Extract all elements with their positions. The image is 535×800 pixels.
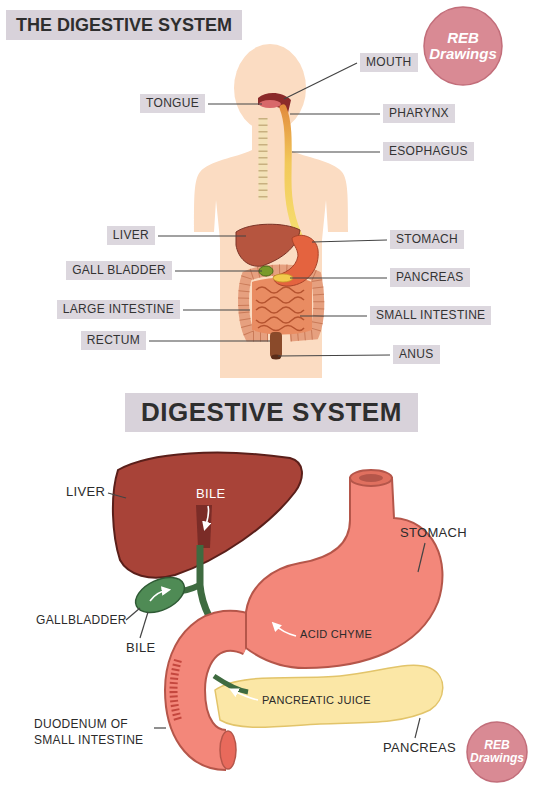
leader-line xyxy=(154,727,166,728)
trachea xyxy=(259,118,268,200)
label-tag: LIVER xyxy=(107,226,155,245)
label-tag: MOUTH xyxy=(360,53,418,72)
label-tag: PANCREAS xyxy=(390,268,470,287)
leader-line xyxy=(149,340,270,341)
gallbladder xyxy=(130,570,190,619)
large-intestine-folds xyxy=(244,270,319,336)
leader-line xyxy=(140,612,148,638)
part-label: PANCREAS xyxy=(383,740,456,756)
logo-text: REB Drawings xyxy=(470,739,524,764)
pancreas xyxy=(215,665,443,727)
label-tag: STOMACH xyxy=(390,230,464,249)
leader-line xyxy=(292,151,380,152)
intestine-coils xyxy=(256,287,304,331)
duodenum-outline xyxy=(185,631,252,750)
torso xyxy=(194,150,348,378)
node-text: STOMACH xyxy=(396,232,458,246)
part-label: BILE xyxy=(196,486,225,502)
heading-band: DIGESTIVE SYSTEM xyxy=(125,393,418,432)
leader-line xyxy=(284,63,357,99)
node-text: GALL BLADDER xyxy=(72,263,166,277)
juice-arrow xyxy=(232,690,258,700)
label-tag: LARGE INTESTINE xyxy=(57,300,180,319)
esophagus-opening xyxy=(350,470,392,486)
label-tag: GALL BLADDER xyxy=(66,261,172,280)
logo-circle xyxy=(467,722,527,782)
leader-line xyxy=(126,608,140,620)
leader-line xyxy=(183,309,250,310)
leader-line xyxy=(312,240,387,242)
esophagus xyxy=(283,108,300,238)
label-tag: PHARYNX xyxy=(383,104,455,123)
duodenum xyxy=(185,631,252,750)
node-text: PHARYNX xyxy=(389,106,449,120)
node-text: ANUS xyxy=(399,347,434,361)
part-label: PANCREATIC JUICE xyxy=(262,692,371,708)
label-tag: TONGUE xyxy=(140,94,205,113)
part-label: DUODENUM OF SMALL INTESTINE xyxy=(34,716,152,748)
leader-line xyxy=(175,270,262,271)
leader-lines xyxy=(108,493,425,738)
node-text: DIGESTIVE SYSTEM xyxy=(141,397,402,427)
part-label: BILE xyxy=(126,640,155,656)
trachea-rings xyxy=(259,118,268,200)
small-intestine xyxy=(252,278,312,335)
rectum xyxy=(270,332,282,358)
logo-text: REB Drawings xyxy=(427,30,499,62)
liver-bile-duct xyxy=(196,505,212,548)
leader-line xyxy=(278,355,390,356)
liver xyxy=(236,224,300,266)
esophagus-lumen xyxy=(359,474,383,482)
part-label: ACID CHYME xyxy=(300,626,372,642)
logo-badge: REB Drawings xyxy=(466,721,528,783)
stomach xyxy=(246,478,442,668)
node-text: SMALL INTESTINE xyxy=(376,308,485,322)
node-text: TONGUE xyxy=(146,96,199,110)
leader-line xyxy=(290,113,380,114)
logo-badge: REB Drawings xyxy=(423,6,503,86)
node-text: ESOPHAGUS xyxy=(389,144,468,158)
bile-arrow xyxy=(205,506,209,528)
pancreatic-duct xyxy=(214,676,248,692)
leader-line xyxy=(158,235,246,236)
part-label: GALLBLADDER xyxy=(36,612,127,628)
label-tag: ESOPHAGUS xyxy=(383,142,474,161)
leader-line xyxy=(208,103,262,104)
logo-circle xyxy=(424,7,502,85)
node-text: MOUTH xyxy=(366,55,412,69)
chyme-arrow xyxy=(274,624,296,636)
duodenum-opening xyxy=(220,731,236,769)
leader-line xyxy=(418,543,425,572)
large-intestine xyxy=(244,270,319,336)
label-tag: ANUS xyxy=(393,345,440,364)
node-text: LIVER xyxy=(113,228,149,242)
leader-line xyxy=(290,277,387,278)
leader-line xyxy=(108,493,126,498)
node-text: LARGE INTESTINE xyxy=(63,302,174,316)
tongue xyxy=(259,100,281,108)
leader-line xyxy=(300,315,367,316)
bile-arrow xyxy=(150,590,168,601)
title-banner: THE DIGESTIVE SYSTEM xyxy=(6,10,242,40)
label-tag: RECTUM xyxy=(81,331,146,350)
node-text: RECTUM xyxy=(87,333,140,347)
node-text: PANCREAS xyxy=(396,270,464,284)
leader-line xyxy=(415,718,420,738)
anus xyxy=(271,355,281,360)
part-label: LIVER xyxy=(66,484,105,500)
part-label: STOMACH xyxy=(400,525,467,541)
duodenum-folds xyxy=(174,660,179,720)
label-tag: SMALL INTESTINE xyxy=(370,306,491,325)
liver xyxy=(113,453,302,578)
